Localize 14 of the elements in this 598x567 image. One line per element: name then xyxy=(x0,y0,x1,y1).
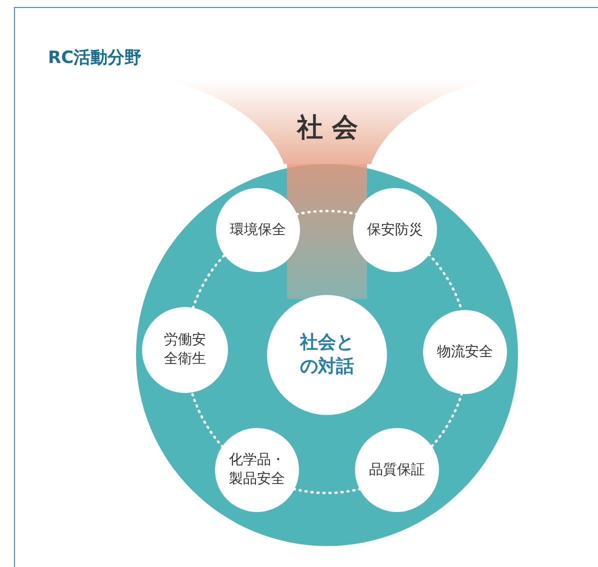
dotted-ring-line xyxy=(192,254,226,310)
dotted-ring-line xyxy=(295,210,358,216)
topic-label: 環境保全 xyxy=(230,220,286,240)
topic-label: 物流安全 xyxy=(437,342,493,362)
topic-label: 品質保証 xyxy=(369,460,425,480)
topic-label: 労働安全衛生 xyxy=(163,331,207,369)
dotted-ring-line xyxy=(292,488,362,494)
dotted-ring-line xyxy=(190,391,224,448)
diagram-title: RC活動分野 xyxy=(48,47,142,69)
dotted-ring-line xyxy=(430,392,464,448)
heading-text: 社 会 xyxy=(296,112,360,145)
topic-label: 化学品・製品安全 xyxy=(228,451,286,489)
topic-label: 保安防災 xyxy=(367,220,423,240)
topic-label: 社会との対話 xyxy=(298,331,355,379)
